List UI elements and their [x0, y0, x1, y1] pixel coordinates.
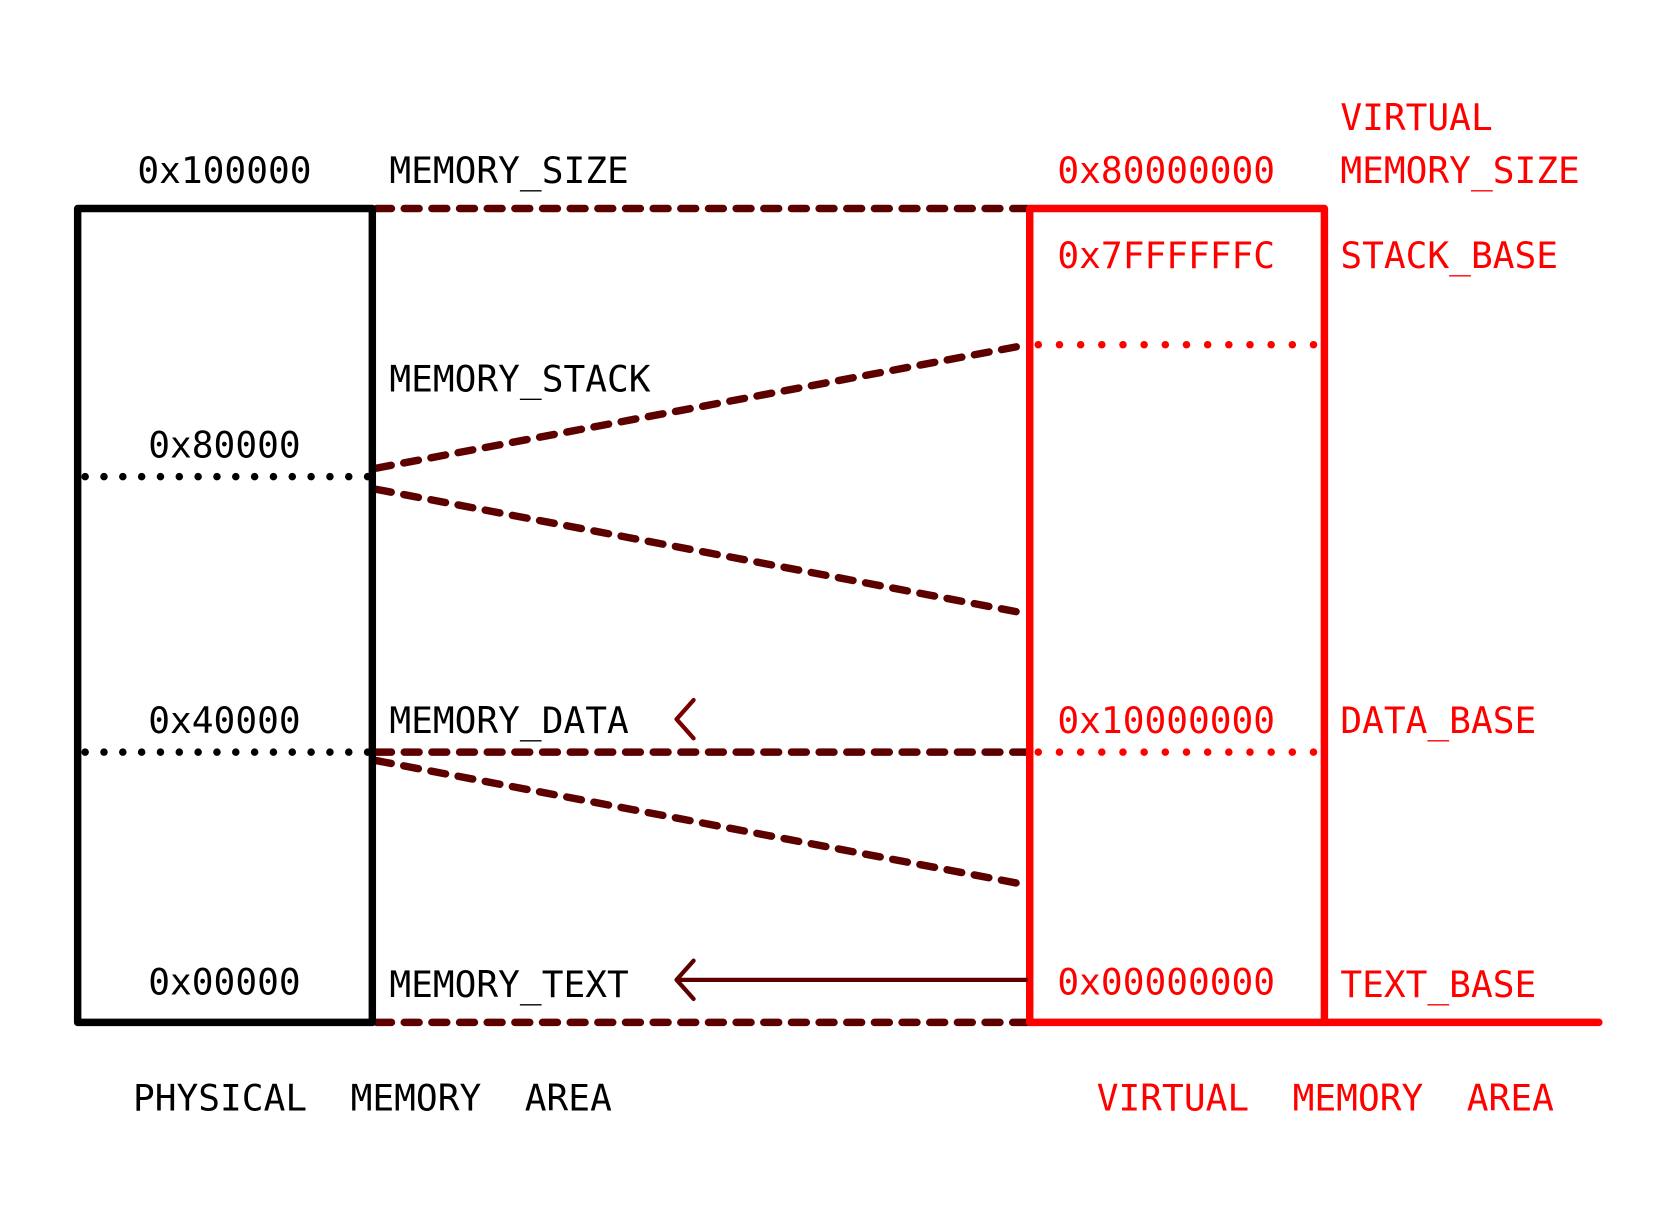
arrow-text	[674, 958, 1028, 1002]
virtual-size-label-line1: VIRTUAL	[1340, 96, 1492, 139]
virtual-caption: VIRTUAL MEMORY AREA	[1097, 1077, 1554, 1120]
mapping-line-stack-upper	[372, 340, 1032, 472]
region-memory-text: MEMORY_TEXT	[389, 963, 628, 1006]
physical-address-0x40000: 0x40000	[148, 699, 300, 742]
region-memory-size: MEMORY_SIZE	[389, 149, 628, 192]
virtual-text-base-label: TEXT_BASE	[1340, 963, 1536, 1006]
region-memory-data: MEMORY_DATA	[389, 699, 629, 742]
physical-address-top: 0x100000	[137, 149, 311, 192]
physical-caption: PHYSICAL MEMORY AREA	[133, 1077, 612, 1120]
physical-memory-box	[73, 204, 377, 1027]
mapping-line-data-lower	[372, 756, 1032, 889]
mapping-lines	[372, 204, 1032, 1027]
virtual-address-top: 0x80000000	[1057, 149, 1275, 192]
physical-address-0x80000: 0x80000	[148, 423, 300, 466]
virtual-address-data: 0x10000000	[1057, 699, 1275, 742]
mapping-line-stack-lower	[372, 485, 1032, 618]
virtual-size-label-line2: MEMORY_SIZE	[1340, 149, 1579, 192]
arrow-head-icon	[674, 958, 696, 1002]
virtual-address-stack: 0x7FFFFFFC	[1057, 234, 1275, 277]
arrow-head-icon	[674, 697, 696, 741]
region-memory-stack: MEMORY_STACK	[389, 358, 650, 401]
arrow-data	[674, 697, 1028, 741]
virtual-stack-base-label: STACK_BASE	[1340, 234, 1558, 277]
virtual-memory-box	[1026, 204, 1329, 1027]
virtual-address-bottom: 0x00000000	[1057, 961, 1275, 1004]
virtual-data-base-label: DATA_BASE	[1340, 699, 1536, 742]
physical-address-bottom: 0x00000	[148, 961, 300, 1004]
